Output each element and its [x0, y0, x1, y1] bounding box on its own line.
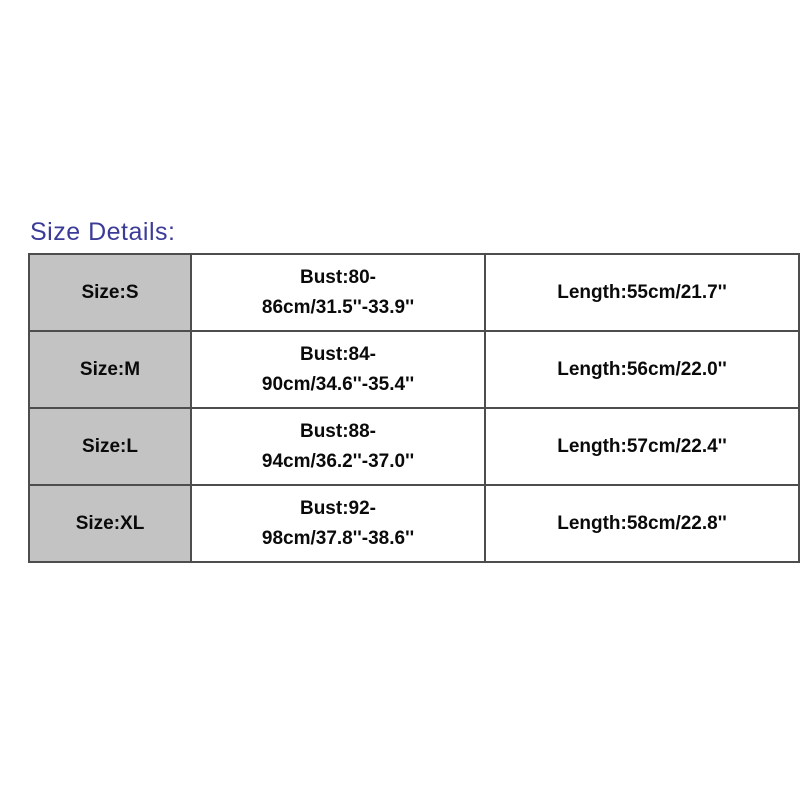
bust-text-line2: 90cm/34.6''-35.4''	[261, 373, 415, 395]
bust-cell: Bust:92- 98cm/37.8''-38.6''	[190, 484, 486, 563]
bust-text-line1: Bust:84-	[299, 344, 376, 366]
length-cell: Length:56cm/22.0''	[484, 330, 800, 409]
bust-text-line2: 98cm/37.8''-38.6''	[261, 527, 415, 549]
table-row: Size:XL Bust:92- 98cm/37.8''-38.6'' Leng…	[28, 484, 800, 563]
size-cell: Size:XL	[28, 484, 192, 563]
table-row: Size:M Bust:84- 90cm/34.6''-35.4'' Lengt…	[28, 330, 800, 409]
bust-text-line1: Bust:80-	[299, 267, 376, 289]
size-cell: Size:L	[28, 407, 192, 486]
bust-text-line1: Bust:92-	[299, 498, 376, 520]
table-row: Size:L Bust:88- 94cm/36.2''-37.0'' Lengt…	[28, 407, 800, 486]
length-cell: Length:57cm/22.4''	[484, 407, 800, 486]
size-cell: Size:M	[28, 330, 192, 409]
table-row: Size:S Bust:80- 86cm/31.5''-33.9'' Lengt…	[28, 253, 800, 332]
bust-text-line1: Bust:88-	[299, 421, 376, 443]
page-title: Size Details:	[30, 218, 176, 246]
bust-text-line2: 94cm/36.2''-37.0''	[261, 450, 415, 472]
length-cell: Length:58cm/22.8''	[484, 484, 800, 563]
bust-cell: Bust:84- 90cm/34.6''-35.4''	[190, 330, 486, 409]
length-cell: Length:55cm/21.7''	[484, 253, 800, 332]
bust-text-line2: 86cm/31.5''-33.9''	[261, 296, 415, 318]
size-cell: Size:S	[28, 253, 192, 332]
bust-cell: Bust:80- 86cm/31.5''-33.9''	[190, 253, 486, 332]
size-table: Size:S Bust:80- 86cm/31.5''-33.9'' Lengt…	[28, 253, 800, 563]
bust-cell: Bust:88- 94cm/36.2''-37.0''	[190, 407, 486, 486]
